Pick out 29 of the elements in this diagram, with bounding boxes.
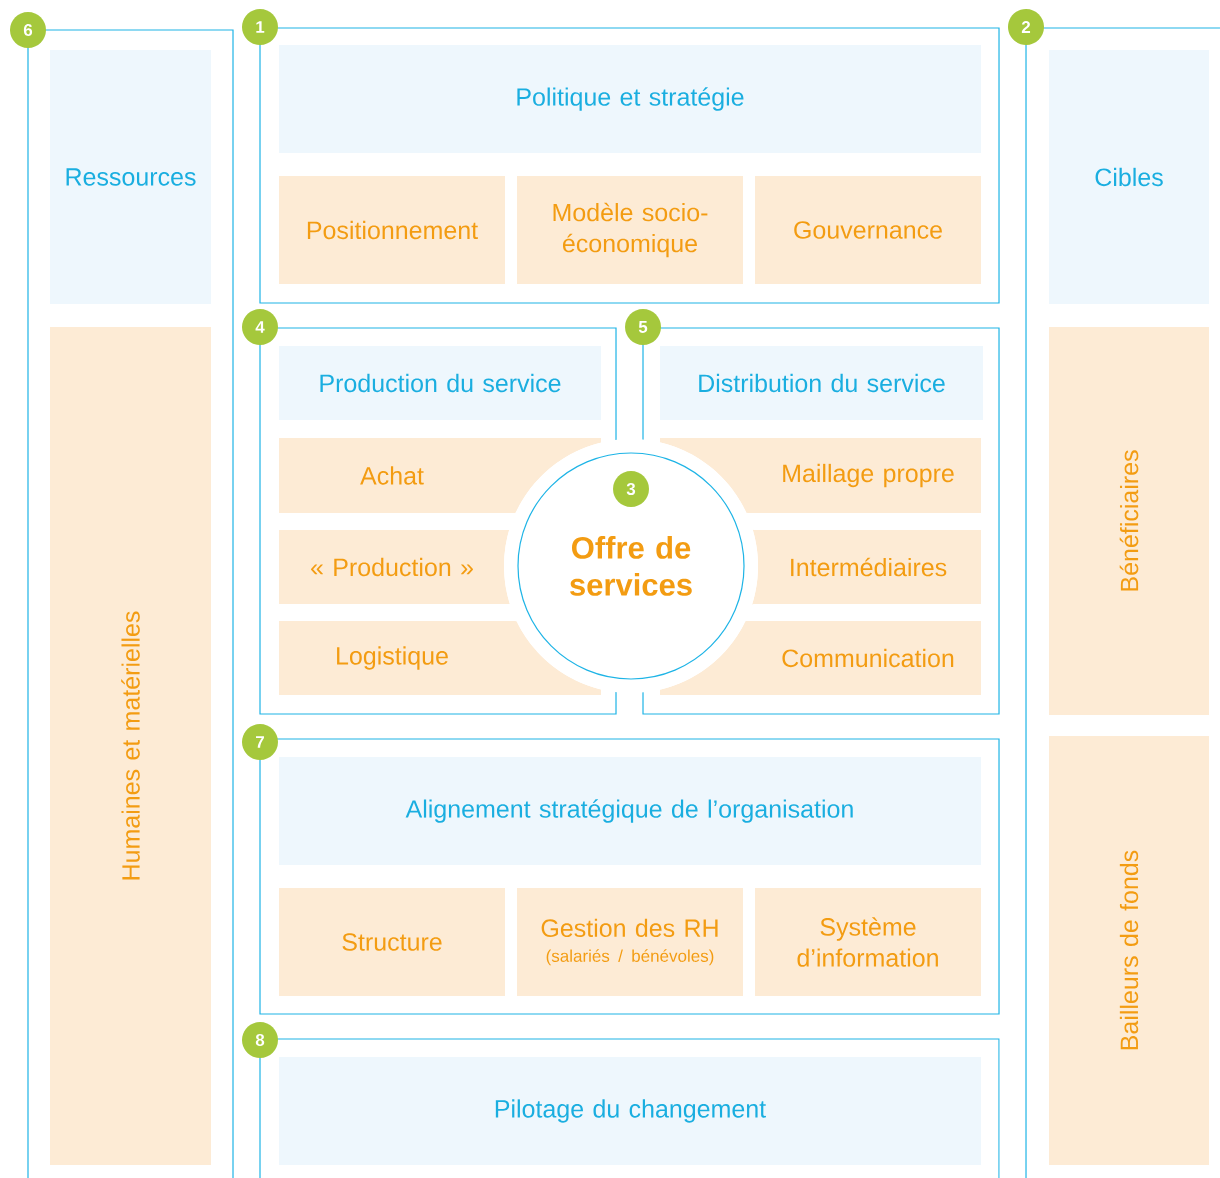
label-box: Modèle socio-économique: [517, 176, 743, 284]
number-badge: 4: [242, 309, 278, 345]
label-box: Bailleurs de fonds: [1049, 736, 1209, 1165]
label-box: Structure: [279, 888, 505, 996]
label-box: Achat: [279, 438, 601, 513]
label-box: Distribution du service: [660, 346, 983, 420]
label-box: Positionnement: [279, 176, 505, 284]
number-badge: 8: [242, 1022, 278, 1058]
number-badge: 1: [242, 9, 278, 45]
label-box: Bénéficiaires: [1049, 327, 1209, 715]
circle-title: Offre de services: [570, 536, 692, 596]
label-box: Communication: [660, 621, 981, 695]
label-box: Gestion des RH (salariés / bénévoles): [517, 888, 743, 996]
number-badge: 3: [613, 471, 649, 507]
label-box: Maillage propre: [660, 438, 981, 513]
label-box: Politique et stratégie: [279, 45, 981, 153]
number-badge: 7: [242, 724, 278, 760]
label-box: Ressources: [50, 50, 211, 304]
number-badge: 5: [625, 309, 661, 345]
number-badge: 2: [1008, 9, 1044, 45]
label-box: Production du service: [279, 346, 601, 420]
label-box: Alignement stratégique de l’organisation: [279, 757, 981, 865]
label-box: Gouvernance: [755, 176, 981, 284]
label-box: Pilotage du changement: [279, 1057, 981, 1165]
label-box: Système d’information: [755, 888, 981, 996]
label-box: Logistique: [279, 621, 601, 695]
label-box: Cibles: [1049, 50, 1209, 304]
label-box: Humaines et matérielles: [50, 327, 211, 1165]
number-badge: 6: [10, 12, 46, 48]
